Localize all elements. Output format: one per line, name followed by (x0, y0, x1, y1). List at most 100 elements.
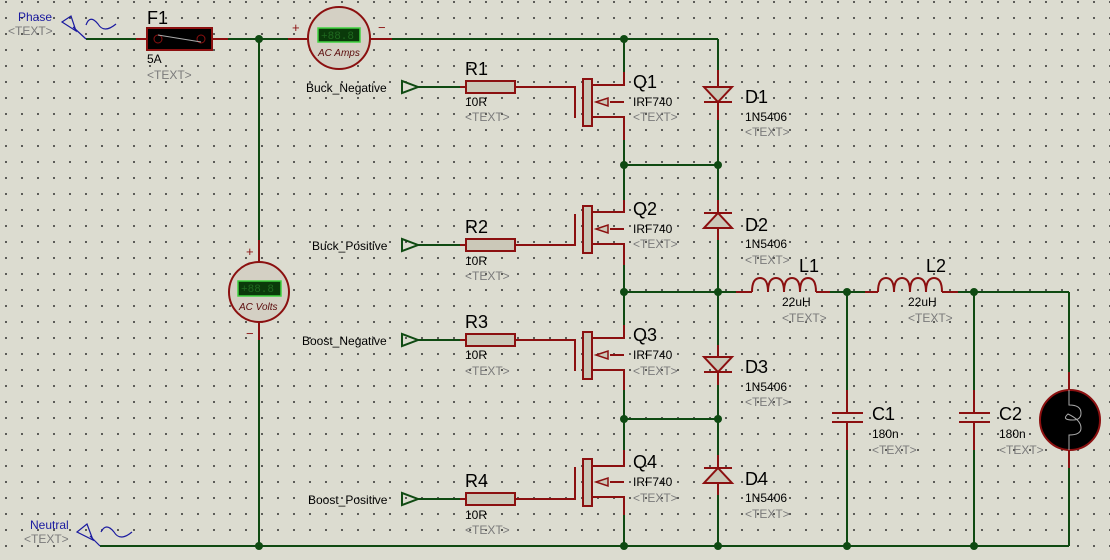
voltmeter-minus: − (246, 326, 254, 341)
ac-source-icon (60, 15, 117, 40)
ac-voltmeter[interactable]: +88.8 AC Volts + − (228, 240, 290, 341)
fuse-text: <TEXT> (147, 68, 192, 82)
mosfet-value: IRF740 (633, 348, 673, 362)
resistor-body (465, 238, 516, 252)
phase-terminal[interactable]: Phase <TEXT> (8, 10, 117, 40)
capacitor-value: 180n (872, 427, 899, 441)
coil-icon (751, 276, 817, 293)
mosfet-text: <TEXT> (633, 237, 678, 251)
resistor-body (465, 333, 516, 347)
mosfet-arrow-icon (593, 223, 609, 235)
mosfet-q3[interactable]: Q3 IRF740 <TEXT> (548, 325, 678, 390)
fuse-f1[interactable]: F1 5A <TEXT> (136, 8, 228, 82)
resistor-value: 10R (465, 508, 487, 522)
resistor-value: 10R (465, 348, 487, 362)
mosfet-text: <TEXT> (633, 364, 678, 378)
diode-d2[interactable]: D2 1N5406 <TEXT> (701, 200, 790, 267)
lamp-filament-icon (1064, 390, 1082, 450)
diode-triangle (701, 211, 735, 229)
diode-ref: D1 (745, 87, 768, 107)
mosfet-arrow-icon (593, 476, 609, 488)
diode-value: 1N5406 (745, 110, 787, 124)
terminal-label: Buck_Negative (306, 81, 387, 95)
mosfet-ref: Q2 (633, 199, 657, 219)
junction-dot (714, 161, 722, 169)
mosfet-body (582, 205, 593, 254)
lamp[interactable] (1039, 372, 1101, 468)
diode-d1[interactable]: D1 1N5406 <TEXT> (701, 70, 790, 139)
resistor-r1[interactable]: R1 10R <TEXT> (460, 59, 548, 124)
coil-icon (877, 276, 943, 293)
mosfet-body (582, 78, 593, 127)
mosfet-arrow-icon (593, 96, 609, 108)
diode-text: <TEXT> (745, 125, 790, 139)
resistor-ref: R3 (465, 312, 488, 332)
diode-d3[interactable]: D3 1N5406 <TEXT> (701, 345, 790, 409)
mosfet-body (582, 331, 593, 380)
mosfet-q4[interactable]: Q4 IRF740 <TEXT> (548, 450, 678, 515)
junction-dot (620, 161, 628, 169)
mosfet-text: <TEXT> (633, 491, 678, 505)
input-terminal-icon (401, 79, 421, 95)
mosfet-value: IRF740 (633, 222, 673, 236)
voltmeter-reading: +88.8 (241, 284, 274, 296)
ac-source-icon (75, 523, 133, 547)
resistor-text: <TEXT> (465, 269, 510, 283)
inductor-value: 22uH (782, 295, 811, 309)
resistor-text: <TEXT> (465, 364, 510, 378)
junction-dot (255, 35, 263, 43)
diode-value: 1N5406 (745, 491, 787, 505)
inductor-ref: L1 (799, 256, 819, 276)
diode-d4[interactable]: D4 1N5406 <TEXT> (701, 455, 790, 521)
diode-value: 1N5406 (745, 380, 787, 394)
resistor-r3[interactable]: R3 10R <TEXT> (460, 312, 548, 378)
mosfet-body (582, 458, 593, 507)
mosfet-q2[interactable]: Q2 IRF740 <TEXT> (548, 199, 678, 265)
inductor-ref: L2 (926, 256, 946, 276)
junction-dot (843, 542, 851, 550)
input-terminal-icon (401, 332, 421, 348)
inductor-l1[interactable]: L1 22uH <TEXT> (736, 256, 830, 325)
diode-text: <TEXT> (745, 507, 790, 521)
input-terminal-icon (401, 237, 421, 253)
terminal-label: Buck_Positive (312, 239, 388, 253)
terminal-buck-positive[interactable]: Buck_Positive (312, 237, 421, 253)
mosfet-q1[interactable]: Q1 IRF740 <TEXT> (548, 72, 678, 140)
mosfet-text: <TEXT> (633, 110, 678, 124)
mosfet-ref: Q4 (633, 452, 657, 472)
input-terminal-icon (401, 491, 421, 507)
ammeter-minus: − (378, 20, 386, 35)
capacitor-c1[interactable]: C1 180n <TEXT> (832, 390, 917, 457)
junction-dot (620, 415, 628, 423)
junction-dot (620, 35, 628, 43)
diode-text: <TEXT> (745, 253, 790, 267)
ac-ammeter[interactable]: +88.8 AC Amps + − (288, 6, 392, 70)
terminal-buck-negative[interactable]: Buck_Negative (306, 79, 421, 95)
terminal-boost-negative[interactable]: Boost_Negative (302, 332, 421, 348)
junction-dot (970, 288, 978, 296)
voltmeter-label: AC Volts (238, 302, 278, 313)
diode-ref: D4 (745, 469, 768, 489)
capacitor-value: 180n (999, 427, 1026, 441)
fuse-ref: F1 (147, 8, 168, 28)
resistor-text: <TEXT> (465, 110, 510, 124)
mosfet-ref: Q1 (633, 72, 657, 92)
resistor-body (465, 492, 516, 506)
resistor-r2[interactable]: R2 10R <TEXT> (460, 217, 548, 283)
diode-value: 1N5406 (745, 237, 787, 251)
phase-text: <TEXT> (8, 24, 53, 38)
terminal-boost-positive[interactable]: Boost_Positive (308, 491, 421, 507)
inductor-l2[interactable]: L2 22uH <TEXT> (865, 256, 958, 325)
inductor-value: 22uH (908, 295, 937, 309)
resistor-value: 10R (465, 95, 487, 109)
capacitor-text: <TEXT> (872, 443, 917, 457)
resistor-r4[interactable]: R4 10R <TEXT> (460, 471, 548, 537)
neutral-text: <TEXT> (24, 532, 69, 546)
capacitor-c2[interactable]: C2 180n <TEXT> (959, 390, 1044, 457)
neutral-terminal[interactable]: Neutral <TEXT> (24, 518, 133, 547)
phase-label: Phase (18, 10, 52, 24)
resistor-ref: R2 (465, 217, 488, 237)
ammeter-reading: +88.8 (321, 31, 354, 43)
resistor-value: 10R (465, 254, 487, 268)
